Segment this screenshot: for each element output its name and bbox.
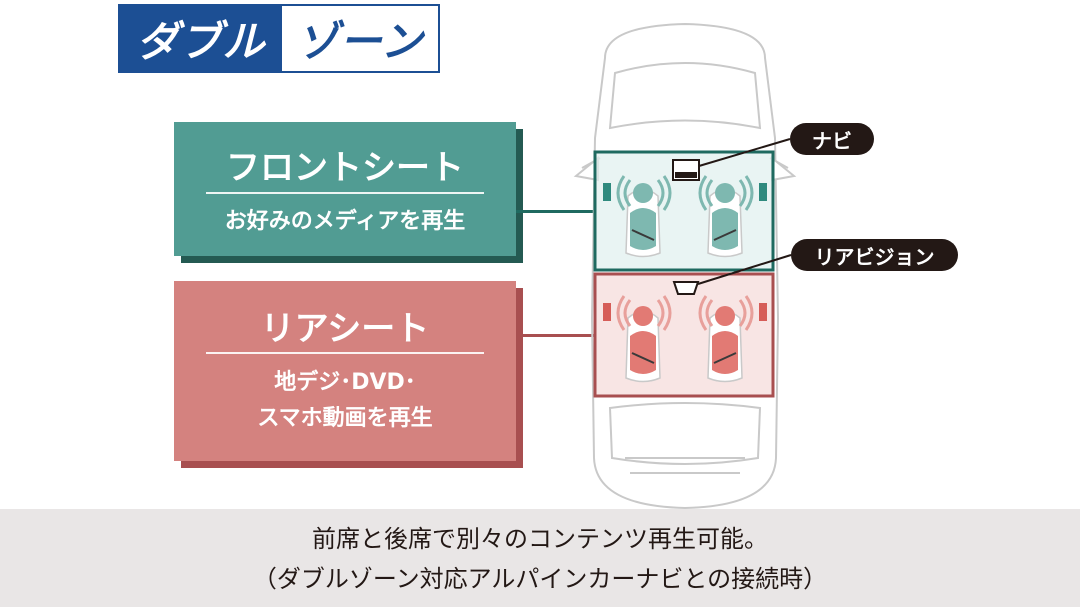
front-left-seat [625, 183, 661, 258]
rear-vision-monitor [672, 281, 700, 295]
car-top-view-diagram [573, 22, 797, 510]
rear-seat-divider [206, 352, 484, 354]
rear-seat-description-line1: 地デジ･DVD･ [274, 370, 416, 395]
navi-screen [672, 159, 700, 181]
logo-text-zone: ゾーン [282, 6, 438, 71]
double-zone-logo: ダブル ゾーン [118, 4, 440, 73]
front-seat-card: フロントシート お好みのメディアを再生 [174, 122, 516, 256]
navi-callout-label: ナビ [790, 123, 874, 155]
caption-line2: （ダブルゾーン対応アルパインカーナビとの接続時） [252, 565, 828, 593]
front-left-speaker [603, 183, 611, 201]
front-zone-connector [516, 210, 596, 213]
rear-seat-title: リアシート [260, 309, 430, 349]
rear-vision-callout-line [697, 254, 792, 285]
rear-right-seat [707, 306, 743, 383]
front-seat-divider [206, 192, 484, 194]
rear-left-seat [625, 306, 661, 383]
rear-left-speaker [603, 303, 611, 321]
logo-text-double: ダブル [120, 6, 282, 71]
rear-seat-description-line2: スマホ動画を再生 [257, 406, 433, 431]
rear-seat-description: 地デジ･DVD･ スマホ動画を再生 [174, 365, 516, 437]
front-sound-waves [616, 175, 754, 211]
navi-callout-line [698, 138, 791, 167]
rear-sound-waves [616, 295, 754, 331]
rear-seat-card: リアシート 地デジ･DVD･ スマホ動画を再生 [174, 281, 516, 461]
front-right-speaker [759, 183, 767, 201]
front-right-seat [707, 183, 743, 258]
right-mirror [771, 155, 797, 182]
front-seat-description: お好みのメディアを再生 [224, 209, 466, 234]
rear-zone-connector [516, 334, 596, 337]
caption-band: 前席と後席で別々のコンテンツ再生可能。 （ダブルゾーン対応アルパインカーナビとの… [0, 509, 1080, 607]
rear-right-speaker [759, 303, 767, 321]
front-seat-title: フロントシート [226, 148, 464, 188]
rear-vision-callout-label: リアビジョン [791, 239, 958, 271]
caption-line1: 前席と後席で別々のコンテンツ再生可能。 [312, 525, 768, 553]
